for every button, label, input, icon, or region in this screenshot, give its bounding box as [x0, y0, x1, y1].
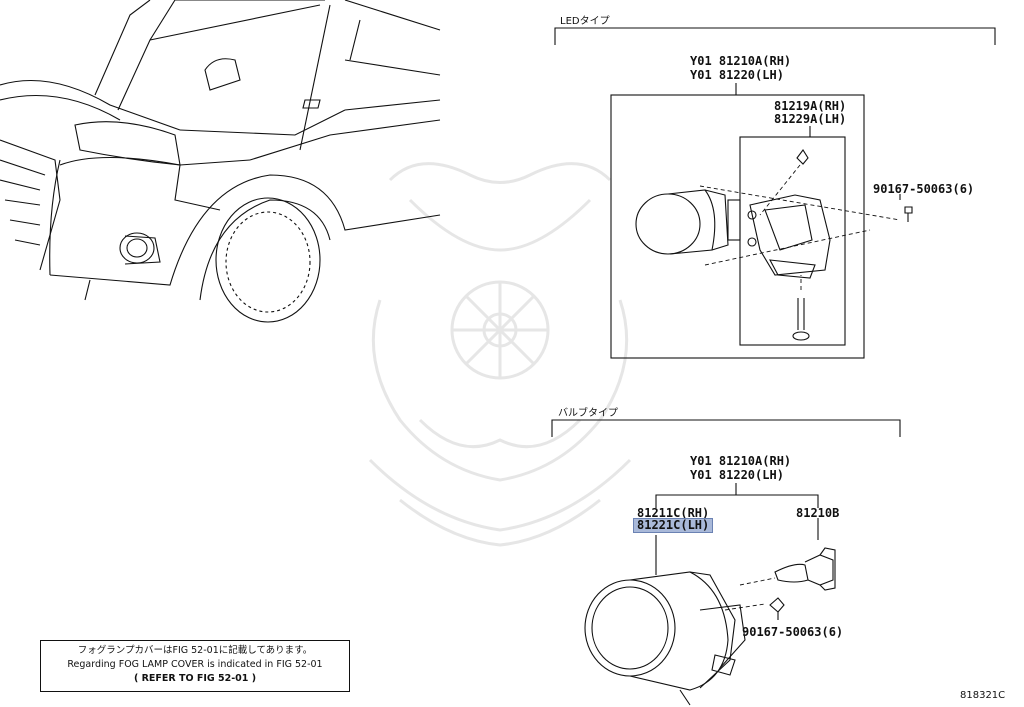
watermark-emblem — [368, 162, 632, 547]
led-assembly-rh-label[interactable]: Y01 81210A(RH) — [690, 54, 792, 68]
bulb-dashed-guides — [724, 577, 776, 611]
note-line-ref[interactable]: ( REFER TO FIG 52-01 ) — [133, 673, 257, 684]
fog-lamp-cover-note: フォグランプカバーはFIG 52-01に記載してあります。 Regarding … — [40, 640, 350, 692]
vehicle-outline — [0, 0, 441, 323]
led-unit-rh-label[interactable]: 81219A(RH) — [774, 99, 847, 113]
bulb-assembly-rh-label[interactable]: Y01 81210A(RH) — [690, 454, 792, 468]
note-line-en: Regarding FOG LAMP COVER is indicated in… — [67, 659, 323, 670]
led-section-lines — [554, 27, 996, 359]
led-assembly-lh-label[interactable]: Y01 81220(LH) — [690, 68, 784, 82]
bulb-unit-rh-label[interactable]: 81211C(RH) — [637, 506, 710, 520]
bulb-section-lines — [551, 419, 901, 575]
figure-id: 818321C — [960, 690, 1006, 701]
bulb-section-title: バルブタイプ — [558, 408, 618, 419]
bulb-unit-lh-label-highlighted[interactable]: 81221C(LH) — [632, 518, 714, 533]
note-line-jp: フォグランプカバーはFIG 52-01に記載してあります。 — [77, 645, 313, 656]
bulb-part-label[interactable]: 81210B — [796, 506, 840, 520]
bulb-assembly-lh-label[interactable]: Y01 81220(LH) — [690, 468, 784, 482]
bulb-screw-label[interactable]: 90167-50063(6) — [742, 625, 844, 639]
led-dashed-guides — [699, 164, 901, 290]
led-section-title: LEDタイプ — [560, 16, 610, 27]
led-lamp-drawing — [635, 149, 913, 341]
led-unit-lh-label[interactable]: 81229A(LH) — [774, 112, 847, 126]
led-screw-label[interactable]: 90167-50063(6) — [873, 182, 975, 196]
bulb-lamp-drawing — [584, 547, 836, 706]
